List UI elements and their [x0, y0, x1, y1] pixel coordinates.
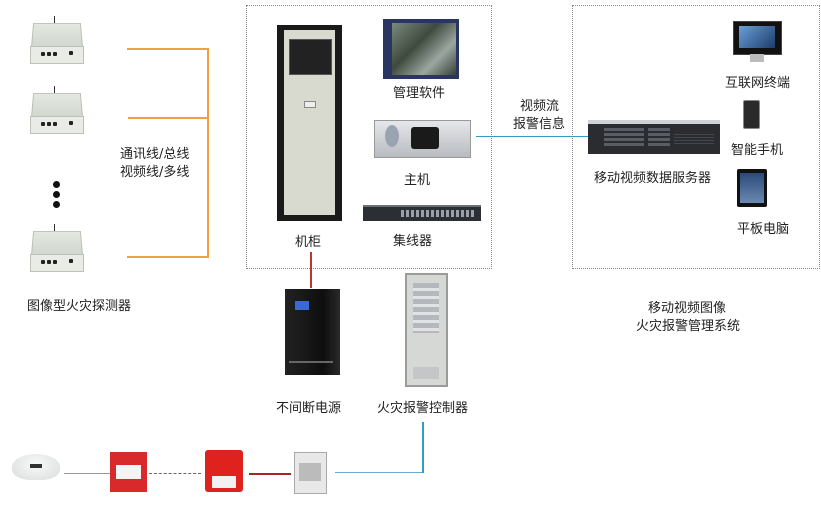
control-room-group [246, 5, 492, 269]
ups-label: 不间断电源 [276, 401, 342, 416]
server-image [588, 120, 720, 154]
internet-terminal-stand [750, 54, 764, 62]
cabinet-ups-link [310, 252, 312, 288]
smartphone-image [743, 100, 760, 129]
bus-line-3 [127, 256, 208, 258]
cable-label-line1: 通讯线/总线 [120, 147, 190, 162]
host-image [374, 120, 471, 158]
internet-terminal-label: 互联网终端 [725, 76, 791, 91]
smartphone-label: 智能手机 [731, 143, 784, 158]
image-fire-detector-1 [28, 16, 84, 64]
ups-image [285, 289, 340, 375]
input-output-module-image [294, 452, 327, 494]
host-label: 主机 [404, 173, 431, 188]
internet-terminal-image [733, 21, 782, 55]
loop-line-2 [149, 473, 201, 474]
software-label: 管理软件 [393, 86, 446, 101]
bus-line-2 [128, 117, 208, 119]
ellipsis-dot [53, 201, 60, 208]
detectors-label: 图像型火灾探测器 [27, 299, 132, 314]
server-label: 移动视频数据服务器 [594, 171, 712, 186]
host-server-link [476, 136, 588, 137]
cabinet-label: 机柜 [295, 235, 322, 250]
link-label-line1: 视频流 [520, 99, 560, 114]
mobile-system-group [572, 5, 820, 269]
fire-alarm-controller-label: 火灾报警控制器 [377, 401, 469, 416]
manual-call-point-image [110, 452, 147, 492]
image-fire-detector-3 [28, 224, 84, 272]
smoke-detector-image [12, 454, 60, 480]
bus-line-1 [127, 48, 208, 50]
link-label-line2: 报警信息 [513, 117, 566, 132]
ellipsis-dot [53, 181, 60, 188]
mobile-system-title-line1: 移动视频图像 [648, 301, 727, 316]
loop-line-4 [335, 472, 424, 473]
management-software-image [383, 19, 459, 79]
image-fire-detector-2 [28, 86, 84, 134]
tablet-image [737, 169, 767, 207]
hub-image [363, 205, 481, 221]
mobile-system-title-line2: 火灾报警管理系统 [636, 319, 741, 334]
hub-label: 集线器 [393, 234, 433, 249]
sounder-strobe-image [205, 450, 243, 492]
ellipsis-dot [53, 191, 60, 198]
bus-trunk [207, 48, 209, 258]
loop-line-3 [249, 473, 291, 475]
cabinet-image [277, 25, 342, 221]
controller-loop-link [422, 422, 424, 473]
loop-line-1 [64, 473, 110, 474]
fire-alarm-controller-image [405, 273, 448, 387]
tablet-label: 平板电脑 [737, 222, 790, 237]
cable-label-line2: 视频线/多线 [120, 165, 190, 180]
